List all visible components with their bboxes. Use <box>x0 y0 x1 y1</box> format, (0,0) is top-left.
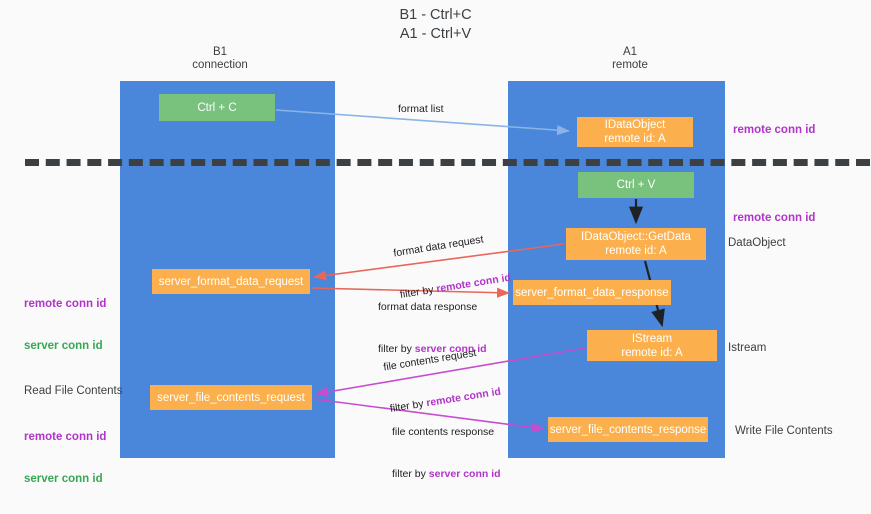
edge-label-format-list: format list <box>398 103 444 115</box>
edge-label-line1: file contents response <box>392 426 495 438</box>
node-server-format-data-response[interactable]: server_format_data_response <box>513 280 671 305</box>
node-ctrl-v[interactable]: Ctrl + V <box>578 172 694 198</box>
annotation-server-conn-id: server conn id <box>24 340 103 352</box>
edge-label-line1: format data request <box>392 233 485 260</box>
edge-label-format-data-response: format data response filter by server co… <box>378 272 487 384</box>
edge-label-line1: file contents request <box>382 346 478 374</box>
filter-key-server-conn-id: server conn id <box>428 468 501 480</box>
diagram-canvas: B1 - Ctrl+C A1 - Ctrl+V B1 connection A1… <box>24 7 870 485</box>
annotation-conn-ids-file: remote conn id server conn id <box>24 402 106 514</box>
filter-prefix: filter by <box>378 343 415 355</box>
annotation-remote-conn-id: remote conn id <box>24 298 107 310</box>
annotation-conn-ids-format: remote conn id server conn id <box>24 269 106 381</box>
edge-label-line2: filter by server conn id <box>392 467 501 481</box>
annotation-write-file-contents: Write File Contents <box>735 425 833 437</box>
boundary-divider <box>25 159 870 166</box>
node-server-file-contents-response[interactable]: server_file_contents_response <box>548 417 708 442</box>
annotation-read-file-contents: Read File Contents <box>24 385 123 397</box>
column-header-b1: B1 connection <box>192 46 248 71</box>
edge-label-file-contents-response: file contents response filter by server … <box>392 397 501 509</box>
annotation-remote-conn-id-top: remote conn id <box>733 124 816 136</box>
node-idataobject[interactable]: IDataObject remote id: A <box>577 117 693 147</box>
node-server-format-data-request[interactable]: server_format_data_request <box>152 269 310 294</box>
node-ctrl-c[interactable]: Ctrl + C <box>159 94 275 121</box>
annotation-remote-conn-id-mid: remote conn id <box>733 212 816 224</box>
annotation-server-conn-id-2: server conn id <box>24 473 103 485</box>
column-header-a1: A1 remote <box>612 46 648 71</box>
edge-label-line2: filter by server conn id <box>378 342 487 356</box>
node-istream[interactable]: IStream remote id: A <box>587 330 717 361</box>
page-title: B1 - Ctrl+C A1 - Ctrl+V <box>399 7 472 42</box>
annotation-istream: Istream <box>728 342 767 354</box>
annotation-data-object: DataObject <box>728 237 786 249</box>
node-idataobject-getdata[interactable]: IDataObject::GetData remote id: A <box>566 228 706 260</box>
filter-key-server-conn-id: server conn id <box>414 343 487 355</box>
edge-label-line1: format data response <box>378 301 478 313</box>
filter-prefix: filter by <box>392 468 429 480</box>
node-server-file-contents-request[interactable]: server_file_contents_request <box>150 385 312 410</box>
annotation-remote-conn-id-2: remote conn id <box>24 431 107 443</box>
